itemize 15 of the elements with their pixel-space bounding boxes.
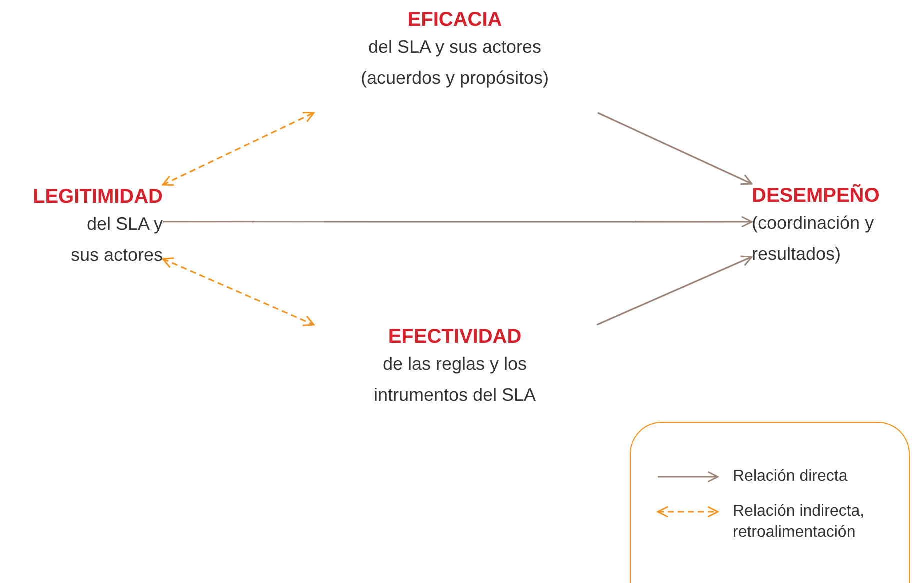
node-heading: EFICACIA	[408, 8, 502, 32]
node-description: del SLA y sus actores	[70, 213, 163, 267]
node-heading: DESEMPEÑO	[752, 184, 880, 208]
node-description: (coordinación y resultados)	[752, 212, 876, 266]
node-heading: EFECTIVIDAD	[388, 325, 522, 349]
arrow	[596, 256, 753, 326]
legend-label: Relación directa	[733, 467, 848, 487]
node-description: del SLA y sus actores (acuerdos y propósitos)	[360, 36, 550, 90]
arrow	[162, 258, 315, 326]
arrow	[598, 112, 753, 186]
legend-label: Relación indirecta, retroalimentación	[733, 502, 866, 543]
node-description: de las reglas y los intrumentos del SLA	[372, 353, 538, 407]
arrow	[162, 112, 315, 186]
arrow	[163, 216, 753, 228]
node-heading: LEGITIMIDAD	[33, 185, 163, 209]
